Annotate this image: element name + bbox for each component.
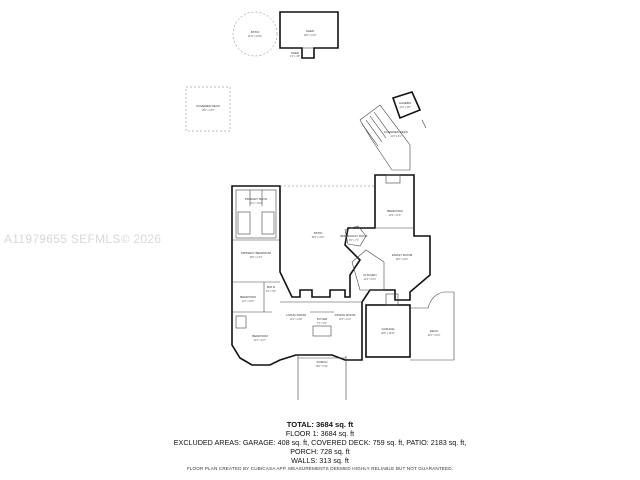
room-label: GAZEBO [399, 101, 412, 105]
room-label: PORCH [317, 360, 328, 364]
room-label: DINING ROOM [335, 313, 356, 317]
gazebo-area: GAZEBO 4'10" x 4'8" COVERED DECK 12'2" x… [359, 91, 427, 171]
room-dims: 14'5" x 13'0" [304, 35, 317, 37]
summary-floor: FLOOR 1: 3684 sq. ft [285, 429, 355, 438]
room-dims: 18'0" x 6'11" [316, 366, 329, 368]
room-dims: 12'4" x 11'3" [364, 279, 377, 281]
room-dims: 16'0" x 14'4" [250, 257, 263, 259]
summary-porch: PORCH: 728 sq. ft [290, 447, 350, 456]
room-label: BREAKFAST NOOK [340, 234, 367, 238]
summary-total: TOTAL: 3684 sq. ft [0, 420, 640, 429]
shed-area: SHED 14'5" x 13'0" SHED 4'1" x 4'5" [279, 11, 339, 59]
room-label: COVERED DECK [384, 130, 408, 134]
room-label: PRIMARY BATH [245, 197, 267, 201]
room-dims: 10'11" x 10'11" [248, 36, 263, 38]
room-label: PRIMARY BEDROOM [241, 251, 271, 255]
main-house: PRIMARY BATH 12'1" x 10'3" PRIMARY BEDRO… [231, 174, 431, 366]
summary-walls: WALLS: 313 sq. ft [291, 456, 349, 465]
room-dims: 4'1" x 4'5" [290, 56, 300, 58]
room-label: PATIO [251, 30, 260, 34]
room-label: BEDROOM [387, 209, 403, 213]
room-label: KITCHEN [363, 273, 376, 277]
deck-area: DECK 21'5" x 10'0" [410, 291, 455, 361]
porch-area: PORCH 18'0" x 6'11" [297, 356, 347, 400]
room-dims: 12'5" x 11'4" [339, 319, 352, 321]
room-label: SHED [291, 51, 300, 55]
room-dims: 4'10" x 4'8" [399, 107, 411, 109]
room-dims: 14'1" x 13'8" [290, 319, 303, 321]
total-area: TOTAL: 3684 sq. ft [286, 420, 354, 429]
covered-deck-area: COVERED DECK 16'5" x 12'5" [185, 86, 231, 132]
room-dims: 21'5" x 10'0" [428, 335, 441, 337]
summary-excluded: EXCLUDED AREAS: GARAGE: 408 sq. ft, COVE… [173, 438, 467, 447]
room-dims: 52'3" x 41'6" [312, 237, 325, 239]
room-label: PATIO [314, 231, 323, 235]
room-label: FAMILY ROOM [392, 253, 413, 257]
room-dims: 20'5" x 19'11" [381, 333, 395, 335]
room-dims: 16'5" x 12'5" [202, 110, 215, 112]
room-dims: 9'0" x 7'1" [349, 240, 359, 242]
room-label: FOYER [317, 317, 328, 321]
room-dims: 12'1" x 10'3" [250, 203, 263, 205]
room-label: BEDROOM [240, 295, 256, 299]
room-label: DECK [430, 329, 438, 333]
room-dims: 11'6" x 10'6" [242, 301, 255, 303]
room-label: BATH [267, 285, 275, 289]
room-label: COVERED DECK [196, 104, 220, 108]
room-dims: 12'2" x 8'1" [390, 136, 402, 138]
room-dims: 22'0" x 16'6" [396, 259, 409, 261]
room-label: SHED [306, 29, 315, 33]
room-dims: 7'3" x 6'2" [317, 323, 327, 325]
disclaimer-footer: FLOOR PLAN CREATED BY CUBICASA APP. MEAS… [186, 466, 454, 471]
room-dims: 11'3" x 10'7" [254, 340, 267, 342]
room-label: BEDROOM [252, 334, 268, 338]
room-label: LIVING ROOM [286, 313, 307, 317]
room-dims: 8'4" x 5'0" [266, 291, 276, 293]
room-dims: 11'9" x 11'5" [389, 215, 401, 217]
room-label: GARAGE [382, 327, 395, 331]
listing-watermark: A11979655 SEFMLS© 2026 [4, 232, 162, 246]
patio-top-area: PATIO 10'11" x 10'11" [232, 11, 278, 57]
garage-area: GARAGE 20'5" x 19'11" [365, 293, 411, 358]
